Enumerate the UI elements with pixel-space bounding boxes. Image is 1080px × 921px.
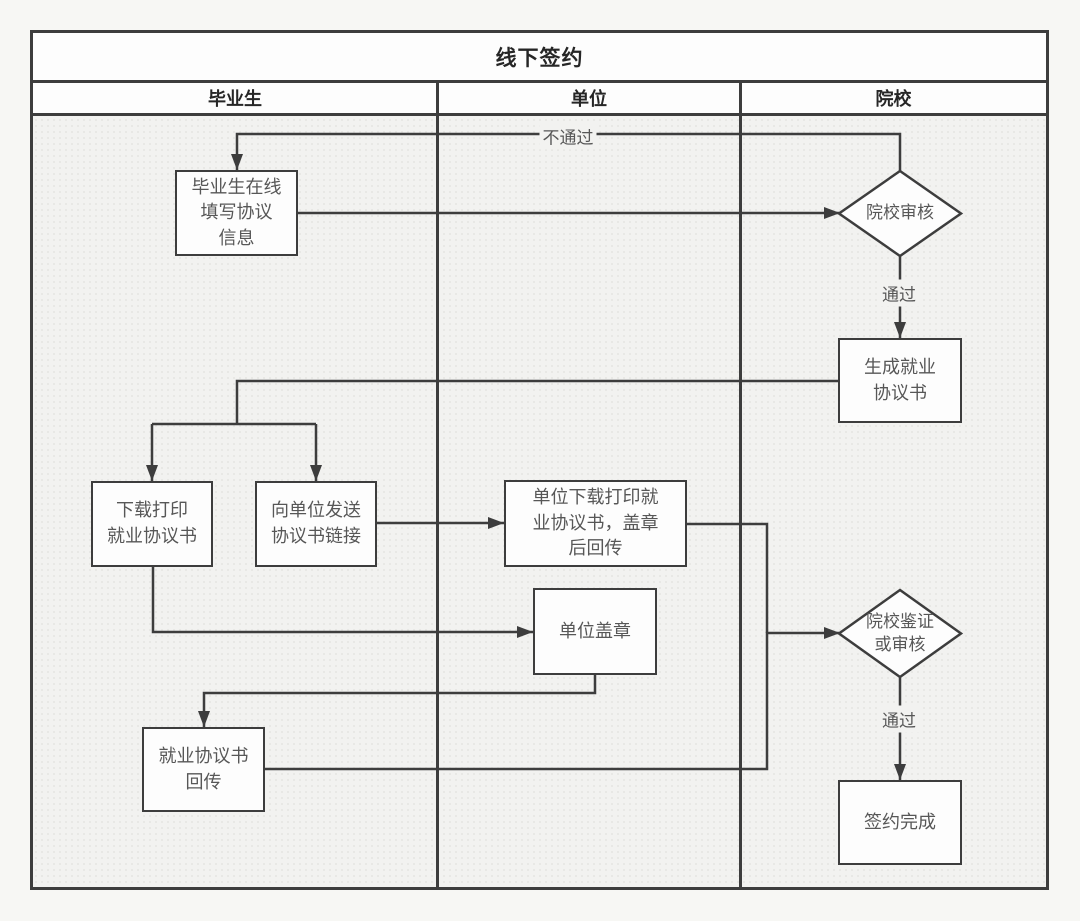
node-fill-agreement-info: 毕业生在线 填写协议 信息: [175, 170, 298, 256]
edge-label-pass-verify: 通过: [879, 705, 919, 733]
node-download-print: 下载打印 就业协议书: [91, 481, 213, 567]
page-title-text: 线下签约: [495, 46, 584, 70]
lane-divider-1: [436, 80, 439, 887]
lane-header-row: 毕业生 单位 院校: [33, 83, 1046, 116]
node-sign-complete: 签约完成: [838, 780, 962, 865]
edge-label-reject: 不通过: [539, 122, 597, 150]
node-generate-agreement: 生成就业 协议书: [838, 338, 962, 423]
lane-header-employer: 单位: [571, 89, 607, 109]
node-employer-download-stamp: 单位下载打印就 业协议书，盖章 后回传: [504, 480, 687, 567]
lane-header-graduate: 毕业生: [208, 89, 262, 109]
page-title: 线下签约: [33, 33, 1046, 83]
edge-label-pass-review: 通过: [879, 279, 919, 307]
node-send-link: 向单位发送 协议书链接: [255, 481, 377, 567]
node-employer-stamp: 单位盖章: [533, 588, 657, 675]
lane-header-college: 院校: [875, 89, 912, 109]
node-agreement-return: 就业协议书 回传: [142, 727, 265, 812]
lane-divider-2: [739, 80, 742, 887]
